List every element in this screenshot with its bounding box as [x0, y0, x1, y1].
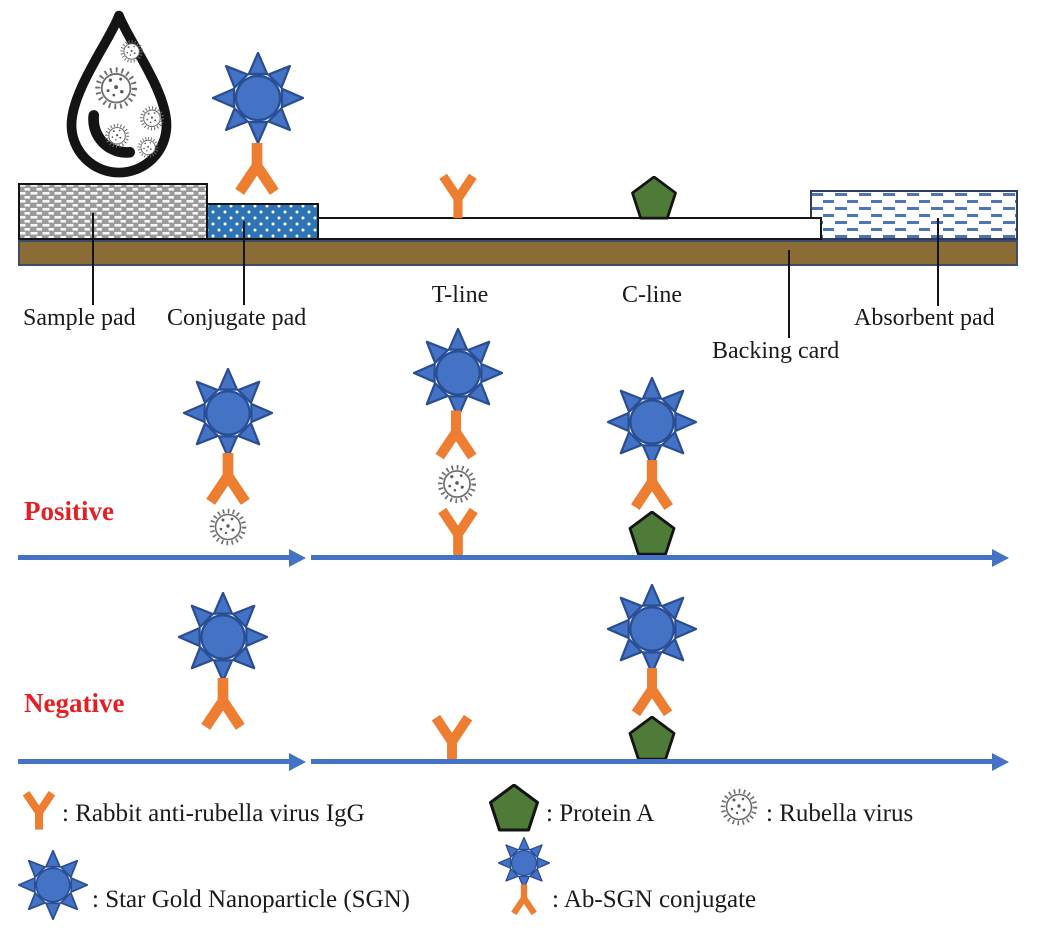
t-line-label: T-line	[431, 282, 489, 308]
membrane-strip	[305, 217, 822, 240]
absorbent-pad	[810, 190, 1018, 240]
sgn-icon	[498, 837, 550, 889]
sgn-icon	[607, 377, 697, 467]
antibody-icon	[197, 677, 249, 733]
sgn-icon	[413, 328, 503, 418]
legend-antibody-label: : Rabbit anti-rubella virus IgG	[62, 800, 365, 827]
backing-card-leader-line	[788, 250, 790, 338]
absorbent-pad-leader-line	[937, 218, 939, 306]
legend-ab-sgn-label: : Ab-SGN conjugate	[552, 886, 757, 913]
t-line-antibody-icon	[428, 712, 476, 764]
rubella-virus-icon	[717, 785, 761, 829]
c-line-protein-a-icon	[630, 176, 678, 220]
sgn-icon	[607, 584, 697, 674]
flow-arrowhead-icon	[992, 753, 1009, 771]
antibody-icon	[202, 452, 254, 508]
flow-arrowhead-icon	[289, 753, 306, 771]
antibody-icon	[509, 884, 539, 917]
rubella-virus-icon	[434, 461, 480, 507]
protein-a-icon	[489, 784, 539, 832]
c-line-label: C-line	[622, 282, 682, 308]
rubella-virus-icon	[206, 505, 250, 549]
t-line-antibody-icon	[434, 505, 482, 556]
antibody-icon	[432, 409, 480, 463]
conjugate-pad-leader-line	[243, 221, 245, 305]
flow-arrow	[18, 759, 289, 764]
legend-sgn-label: : Star Gold Nanoparticle (SGN)	[92, 886, 410, 913]
backing-card-label: Backing card	[712, 338, 840, 364]
sgn-icon	[183, 368, 273, 458]
antibody-icon	[626, 667, 678, 719]
sgn-icon	[178, 592, 268, 682]
absorbent-pad-label: Absorbent pad	[854, 305, 995, 331]
c-line-protein-a-icon	[628, 511, 676, 556]
antibody-icon	[20, 786, 58, 833]
negative-label: Negative	[24, 688, 125, 718]
c-line-protein-a-icon	[628, 716, 676, 761]
antibody-icon	[231, 142, 283, 198]
sample-pad	[18, 183, 208, 240]
flow-arrowhead-icon	[289, 549, 306, 567]
antibody-icon	[626, 459, 678, 513]
legend-protein-a-label: : Protein A	[546, 800, 655, 827]
flow-arrowhead-icon	[992, 549, 1009, 567]
sample-pad-leader-line	[92, 213, 94, 305]
sample-pad-label: Sample pad	[23, 305, 136, 331]
flow-arrow	[311, 759, 992, 764]
positive-label: Positive	[24, 496, 114, 526]
flow-arrow	[311, 555, 992, 560]
backing-card	[18, 240, 1018, 266]
sgn-icon	[18, 850, 88, 920]
t-line-antibody-icon	[434, 171, 482, 219]
flow-arrow	[18, 555, 289, 560]
sgn-icon	[212, 52, 304, 144]
legend-rubella-virus-label: : Rubella virus	[766, 800, 914, 827]
conjugate-pad-label: Conjugate pad	[167, 305, 307, 331]
sample-droplet-icon	[56, 6, 182, 188]
